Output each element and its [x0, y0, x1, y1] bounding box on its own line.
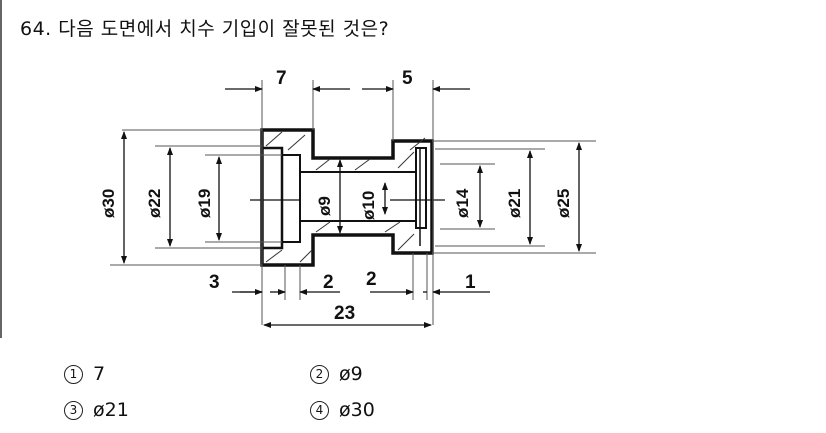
- dia-label-10: ø10: [359, 191, 378, 220]
- choice-4[interactable]: 4 ø30: [310, 399, 375, 421]
- choice-label: ø9: [339, 363, 363, 385]
- dim-label-2b: 2: [366, 269, 377, 290]
- choice-label: 7: [93, 363, 106, 385]
- diameter-labels: ø30 ø22 ø19 ø9 ø10 ø14 ø21 ø25: [99, 188, 573, 220]
- choice-label: ø30: [339, 399, 375, 421]
- dimension-lines: [121, 86, 582, 328]
- dim-label-1: 1: [465, 272, 476, 293]
- choice-1[interactable]: 1 7: [64, 363, 105, 385]
- dim-label-7: 7: [276, 68, 287, 89]
- choice-2[interactable]: 2 ø9: [310, 363, 363, 385]
- left-border-rule: [0, 0, 2, 338]
- choice-marker: 4: [310, 400, 329, 420]
- question-heading: 64. 다음 도면에서 치수 기입이 잘못된 것은?: [20, 14, 389, 41]
- choice-marker: 1: [64, 364, 83, 384]
- dia-label-25: ø25: [554, 189, 573, 218]
- question-text: 다음 도면에서 치수 기입이 잘못된 것은?: [58, 18, 390, 40]
- dia-label-9: ø9: [315, 196, 334, 216]
- dim-label-2a: 2: [323, 272, 334, 293]
- dia-label-21: ø21: [505, 189, 524, 218]
- section-hatching: [265, 131, 426, 263]
- dimension-labels: 7 5 3 2 2 1 23: [209, 68, 476, 324]
- choice-3[interactable]: 3 ø21: [64, 399, 129, 421]
- part-outline: [260, 128, 434, 267]
- technical-drawing: 7 5 3 2 2 1 23 ø30 ø22 ø19 ø9 ø10 ø14 ø2…: [99, 68, 596, 328]
- dia-label-19: ø19: [195, 189, 214, 218]
- dim-label-3: 3: [209, 272, 220, 293]
- dia-label-22: ø22: [145, 189, 164, 218]
- dim-label-5: 5: [402, 68, 413, 89]
- dia-label-30: ø30: [99, 189, 118, 218]
- choice-label: ø21: [93, 399, 129, 421]
- dim-label-23: 23: [334, 303, 355, 324]
- question-number: 64.: [20, 18, 52, 40]
- choice-marker: 3: [64, 400, 83, 420]
- dia-label-14: ø14: [453, 188, 472, 218]
- choice-marker: 2: [310, 364, 329, 384]
